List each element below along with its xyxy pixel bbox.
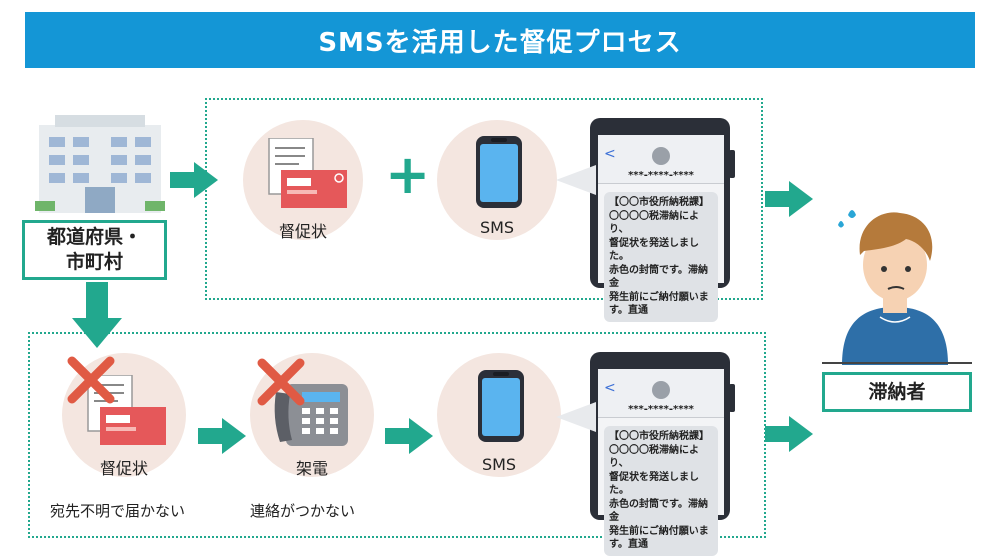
page-title: SMSを活用した督促プロセス (25, 12, 975, 68)
right-arrow-icon (198, 418, 246, 454)
person-icon (838, 210, 948, 365)
sender-number: ***-****-**** (628, 170, 694, 181)
notice-failure-note: 宛先不明で届かない (50, 502, 186, 520)
top-process-box (205, 98, 763, 300)
smartphone-icon (476, 136, 522, 208)
building-icon (35, 115, 165, 213)
speech-bubble-tail (556, 402, 596, 432)
municipality-label: 都道府県・ 市町村 (22, 220, 167, 280)
phone-screen: < ***-****-**** 【〇〇市役所納税課】 〇〇〇〇税滞納により、 督… (598, 135, 724, 322)
right-arrow-icon (385, 418, 433, 454)
notice-label: 督促状 (99, 459, 148, 478)
back-icon[interactable]: < (604, 146, 616, 162)
right-arrow-icon (765, 181, 813, 217)
phone-screen: < ***-****-**** 【〇〇市役所納税課】 〇〇〇〇税滞納により、 督… (598, 369, 724, 556)
sms-message-bubble: 【〇〇市役所納税課】 〇〇〇〇税滞納により、 督促状を発送しました。 赤色の封筒… (604, 426, 718, 556)
sms-message-bubble: 【〇〇市役所納税課】 〇〇〇〇税滞納により、 督促状を発送しました。 赤色の封筒… (604, 192, 718, 322)
delinquent-label: 滞納者 (822, 372, 972, 412)
sms-label: SMS (481, 455, 517, 474)
avatar (652, 147, 670, 165)
back-icon[interactable]: < (604, 380, 616, 396)
sms-message-text: 【〇〇市役所納税課】 〇〇〇〇税滞納により、 督促状を発送しました。 赤色の封筒… (609, 431, 709, 550)
avatar (652, 381, 670, 399)
notice-label: 督促状 (278, 222, 327, 241)
speech-bubble-tail (556, 165, 596, 195)
call-label: 架電 (295, 459, 328, 478)
cross-icon (67, 356, 115, 404)
plus-icon: + (385, 143, 431, 206)
call-failure-note: 連絡がつかない (250, 502, 356, 520)
sender-number: ***-****-**** (628, 404, 694, 415)
desk-line (822, 362, 972, 364)
sms-message-text: 【〇〇市役所納税課】 〇〇〇〇税滞納により、 督促状を発送しました。 赤色の封筒… (609, 197, 709, 316)
cross-icon (257, 358, 305, 406)
notice-letter-icon (268, 138, 347, 208)
phone-side-button (729, 150, 735, 178)
sms-label: SMS (479, 218, 515, 237)
right-arrow-icon (765, 416, 813, 452)
phone-side-button (729, 384, 735, 412)
smartphone-icon (478, 370, 524, 442)
